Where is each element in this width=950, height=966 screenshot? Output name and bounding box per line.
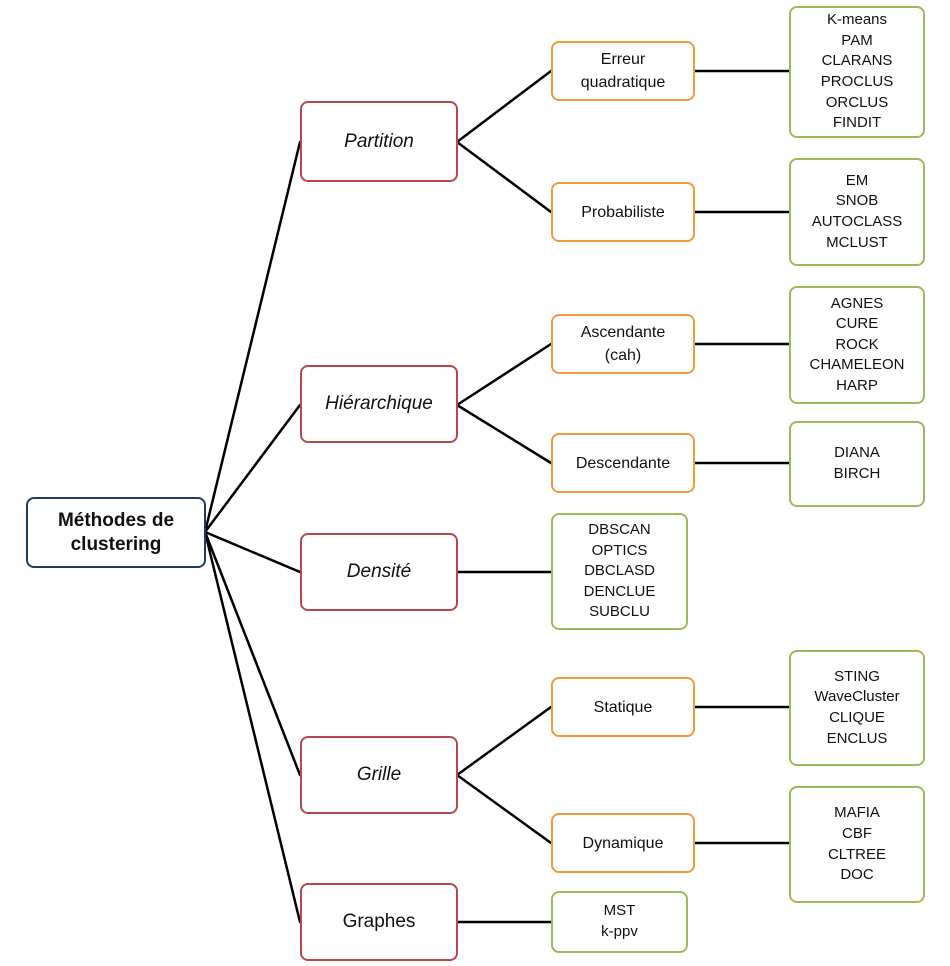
category-label: Densité [346,561,412,582]
subcategory-dynamique: Dynamique [551,813,695,873]
subcategory-statique: Statique [551,677,695,737]
algorithm-item: MST [603,902,636,920]
edge-root-graphes [203,530,302,924]
algorithm-item: ENCLUS [826,729,888,747]
subcategory-probabiliste: Probabiliste [551,182,695,242]
algorithm-item: CBF [842,824,872,842]
algorithm-item: WaveCluster [814,688,900,706]
algorithm-item: DIANA [834,444,880,462]
algorithm-item: DENCLUE [583,582,656,600]
algorithms-erreur-quadratique: K-means PAM CLARANS PROCLUS ORCLUS FINDI… [789,6,925,138]
category-grille: Grille [300,736,458,814]
edge-root-hierarchique [203,403,302,534]
algorithms-densite: DBSCAN OPTICS DBCLASD DENCLUE SUBCLU [551,513,688,630]
algorithms-probabiliste: EM SNOB AUTOCLASS MCLUST [789,158,925,266]
category-label: Partition [344,130,414,152]
algorithm-item: SNOB [835,192,879,210]
algorithm-item: CHAMELEON [809,356,905,374]
algorithm-item: ORCLUS [825,93,889,111]
category-hierarchique: Hiérarchique [300,365,458,443]
algorithms-statique: STING WaveCluster CLIQUE ENCLUS [789,650,925,766]
category-label: Graphes [342,911,416,932]
algorithm-item: K-means [826,11,888,29]
edge-hierarchique-descendante [455,403,553,465]
subcategory-ascendante: Ascendante (cah) [551,314,695,374]
algorithm-item: MAFIA [834,804,880,822]
category-densite: Densité [300,533,458,611]
subcategory-line: (cah) [604,347,642,364]
algorithm-item: AGNES [830,294,884,312]
edge-grille-dynamique [455,773,553,845]
algorithm-item: MCLUST [826,233,888,251]
edge-hierarchique-ascendante [455,342,553,407]
edge-partition-probabiliste [455,140,553,214]
category-label: Grille [356,764,402,785]
algorithm-item: PROCLUS [820,73,894,90]
algorithm-item: BIRCH [833,465,881,482]
subcategory-erreur-quadratique: Erreur quadratique [551,41,695,101]
algorithm-item: CLARANS [821,52,893,70]
algorithm-item: STING [834,667,880,685]
subcategory-line: quadratique [580,74,666,91]
subcategory-line: Dynamique [582,834,664,852]
algorithm-item: HARP [836,376,878,394]
algorithm-item: AUTOCLASS [811,213,903,230]
algorithms-descendante: DIANA BIRCH [789,421,925,507]
algorithm-item: FINDIT [832,114,882,132]
algorithm-item: DBCLASD [584,562,655,580]
edge-root-grille [203,530,302,777]
subcategory-line: Statique [593,698,653,716]
edge-partition-erreur [455,69,553,144]
algorithm-item: ROCK [835,335,879,353]
subcategory-line: Descendante [575,454,671,472]
algorithm-item: CLTREE [827,845,887,863]
algorithm-item: DBSCAN [588,521,651,539]
category-graphes: Graphes [300,883,458,961]
algorithm-item: SUBCLU [589,603,650,621]
subcategory-line: Probabiliste [581,203,665,221]
algorithm-item: OPTICS [591,541,648,559]
edge-root-densite [203,530,302,574]
category-partition: Partition [300,101,458,182]
root-line: clustering [70,533,162,555]
edge-root-partition [203,140,302,534]
algorithm-item: EM [845,171,869,189]
algorithms-dynamique: MAFIA CBF CLTREE DOC [789,786,925,903]
algorithm-item: DOC [840,866,874,884]
algorithms-graphes: MST k-ppv [551,891,688,953]
root-line: Méthodes de [57,509,175,531]
algorithms-ascendante: AGNES CURE ROCK CHAMELEON HARP [789,286,925,404]
category-label: Hiérarchique [325,393,433,414]
algorithm-item: CURE [835,315,879,333]
subcategory-line: Erreur [600,51,646,68]
root-node: Méthodes de clustering [26,497,206,568]
algorithm-item: CLIQUE [829,709,885,726]
algorithm-item: k-ppv [601,923,638,940]
subcategory-line: Ascendante [580,324,666,341]
edge-grille-statique [455,705,553,777]
subcategory-descendante: Descendante [551,433,695,493]
algorithm-item: PAM [841,31,873,49]
